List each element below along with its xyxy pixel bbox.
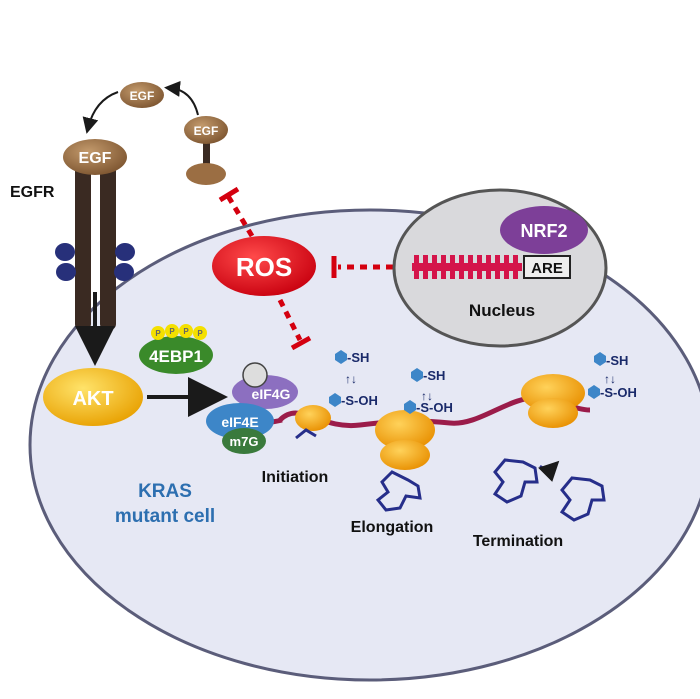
peptide-termination-1 (492, 458, 539, 504)
termination-label: Termination (473, 533, 563, 550)
ribosome-termination-small (528, 398, 578, 428)
peptide-elongation (375, 470, 422, 512)
egfr-label: EGFR (10, 184, 55, 201)
dna-bar (504, 255, 509, 279)
egf-stalk (203, 140, 210, 172)
soh-1-label: -S-OH (341, 393, 378, 408)
dna-bar (450, 255, 455, 279)
peptide-termination-2 (559, 476, 606, 522)
nucleus-label: Nucleus (469, 301, 535, 320)
sh-1-label: -SH (347, 350, 369, 365)
are-label: ARE (531, 260, 563, 277)
ribosome-elongation-large (375, 410, 435, 450)
peptide-initiation (295, 428, 317, 440)
membrane-knob (55, 243, 75, 261)
akt-node (43, 368, 143, 426)
ox-arrow-3: ↑↓ (604, 372, 616, 386)
egf-ligand-free-top (120, 82, 164, 108)
eif4e-node (206, 403, 274, 439)
cys-oxidation-3: -SH ↑↓ -S-OH (588, 352, 637, 400)
ros-inhibit-egf (218, 186, 255, 238)
elongation-label: Elongation (351, 519, 434, 536)
ox-arrow-2: ↑↓ (421, 389, 433, 403)
m7g-label: m7G (230, 434, 259, 449)
dna-bar (414, 255, 419, 279)
ox-arrow-1: ↑↓ (345, 372, 357, 386)
egf-ligand-free-right (184, 116, 228, 144)
ribosome-initiation (295, 405, 331, 431)
soh-2-label: -S-OH (416, 400, 453, 415)
dna-bar (459, 255, 464, 279)
egf-free-right-label: EGF (194, 124, 219, 138)
kras-label-line1: KRAS (138, 481, 192, 502)
are-box (523, 255, 571, 279)
dna-bar (513, 255, 518, 279)
eif4e-label: eIF4E (221, 414, 258, 430)
cycle-arrow-left (82, 91, 119, 134)
small-factor (242, 362, 268, 388)
ribosome-elongation-small (380, 440, 430, 470)
cycle-arrow-right (164, 80, 199, 116)
dna-bar (432, 255, 437, 279)
akt-label: AKT (72, 388, 113, 410)
nrf2-label: NRF2 (520, 221, 567, 241)
membrane-knob (56, 263, 76, 281)
release-arrow (538, 460, 560, 482)
fourebp1-label: 4EBP1 (149, 347, 203, 366)
phospho-groups: P P P P (151, 324, 207, 340)
nrf2-node (500, 206, 588, 254)
dna-bar (486, 255, 491, 279)
dna-bar (495, 255, 500, 279)
egf-ligand-bound (63, 139, 127, 175)
ros-inhibit-translation (277, 298, 312, 351)
sh-3-label: -SH (606, 353, 628, 368)
egf-bound-label: EGF (79, 150, 112, 167)
membrane-knob (115, 243, 135, 261)
ros-label: ROS (236, 252, 292, 282)
phospho-label: P (155, 329, 161, 338)
soh-3-label: -S-OH (600, 385, 637, 400)
phospho-label: P (169, 327, 175, 336)
cys-oxidation-2: -SH ↑↓ -S-OH (404, 368, 453, 415)
egf-base (186, 163, 226, 185)
ros-node (212, 236, 316, 296)
nrf2-inhibit-ros (331, 256, 393, 278)
initiation-label: Initiation (262, 469, 329, 486)
dna-bar (441, 255, 446, 279)
sh-2-label: -SH (423, 368, 445, 383)
dna-bar (423, 255, 428, 279)
fourebp1-node (139, 336, 213, 374)
egf-free-top-label: EGF (130, 89, 155, 103)
kras-label-line2: mutant cell (115, 506, 215, 527)
m7g-node (222, 428, 266, 454)
membrane-knob (114, 263, 134, 281)
cys-oxidation-1: -SH ↑↓ -S-OH (329, 350, 378, 408)
dna-strand (412, 255, 522, 279)
dna-bar (477, 255, 482, 279)
dna-bar (468, 255, 473, 279)
eif4g-label: eIF4G (252, 386, 291, 402)
egfr-receptor (55, 160, 135, 330)
phospho-label: P (197, 329, 203, 338)
phospho-label: P (183, 327, 189, 336)
